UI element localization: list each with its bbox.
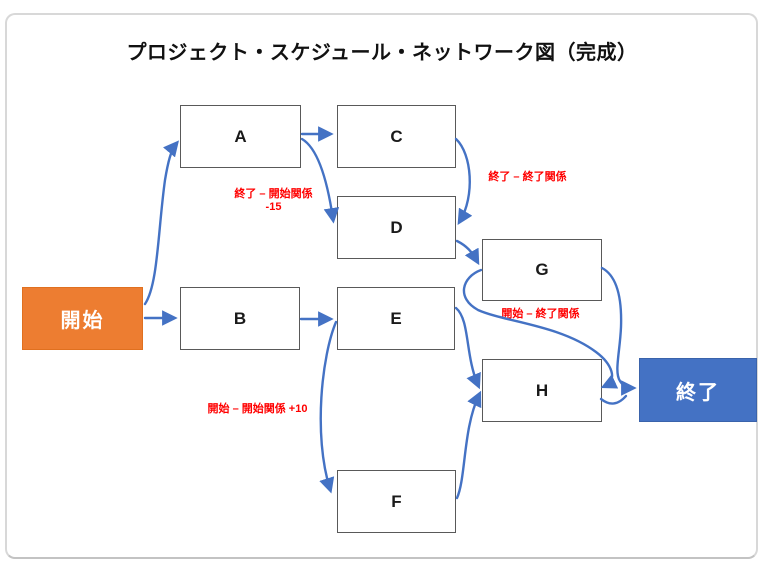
node-c-label: C — [390, 126, 403, 146]
relation-label-finish-finish: 終了 – 終了関係 — [488, 171, 567, 183]
node-b-label: B — [233, 308, 247, 328]
node-e-label: E — [390, 308, 402, 328]
node-end-label: 終了 — [676, 381, 720, 404]
node-g: G — [482, 239, 602, 301]
relation-label-finish-start-line2: -15 — [265, 201, 282, 214]
node-h: H — [482, 359, 602, 422]
node-f: F — [337, 470, 456, 533]
node-d: D — [337, 196, 456, 259]
node-g-label: G — [535, 260, 549, 279]
relation-label-finish-start-line1: 終了 – 開始関係 — [234, 188, 313, 200]
node-c: C — [337, 105, 456, 168]
node-d-label: D — [390, 217, 403, 237]
node-start: 開始 — [22, 287, 143, 350]
node-a-label: A — [234, 126, 247, 146]
diagram-title: プロジェクト・スケジュール・ネットワーク図（完成） — [126, 42, 638, 64]
node-e: E — [337, 287, 455, 350]
node-start-label: 開始 — [60, 310, 105, 332]
node-h-label: H — [535, 380, 549, 400]
relation-label-finish-start: 終了 – 開始関係 -15 — [216, 188, 331, 214]
relation-label-start-finish: 開始 – 終了関係 — [501, 308, 580, 320]
relation-label-start-start: 開始 – 開始関係 +10 — [207, 403, 308, 415]
node-end: 終了 — [639, 358, 757, 422]
node-a: A — [180, 105, 301, 168]
node-b: B — [180, 287, 300, 350]
node-f-label: F — [391, 491, 402, 511]
